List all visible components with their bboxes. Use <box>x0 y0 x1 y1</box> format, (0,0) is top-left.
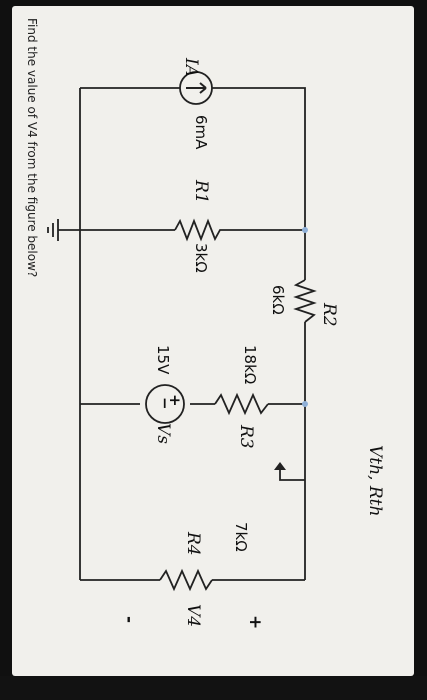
resistor-r1-icon <box>174 218 225 242</box>
label-r4-value: 7kΩ <box>232 522 250 552</box>
wire-vth-tap <box>279 468 305 481</box>
label-r3-name: R3 <box>236 424 256 449</box>
resistor-r2-icon <box>293 279 317 323</box>
paper-sheet <box>12 6 414 676</box>
label-v4-name: V4 <box>183 604 203 627</box>
label-r2-value: 6kΩ <box>269 285 287 315</box>
current-source-icon <box>179 71 213 105</box>
label-r3-value: 18kΩ <box>241 345 259 384</box>
arrow-icon <box>274 462 286 470</box>
label-r1-name: R1 <box>191 179 211 204</box>
junction-node-bottom <box>302 401 308 407</box>
ground-icon <box>47 219 80 241</box>
label-current-value: 6mA <box>192 115 210 150</box>
resistor-r4-icon <box>159 568 213 592</box>
screen-bezel <box>0 676 427 700</box>
label-ia: IA <box>181 57 201 77</box>
junction-node-top <box>302 227 308 233</box>
resistor-r3-icon <box>214 392 269 416</box>
label-vs-minus: − <box>156 397 174 410</box>
label-r1-value: 3kΩ <box>192 243 210 273</box>
label-v4-plus: + <box>245 615 265 629</box>
wire-top-loop <box>80 87 306 230</box>
voltage-source-icon <box>145 384 185 424</box>
label-v4-minus: - <box>119 616 139 623</box>
label-vs-value: 15V <box>154 345 172 375</box>
label-r2-name: R2 <box>319 302 339 327</box>
label-vth: Vth, Rth <box>365 445 385 516</box>
label-r4-name: R4 <box>183 531 203 556</box>
label-vs-name: Vs <box>153 423 173 444</box>
label-vs-plus: + <box>166 394 184 407</box>
